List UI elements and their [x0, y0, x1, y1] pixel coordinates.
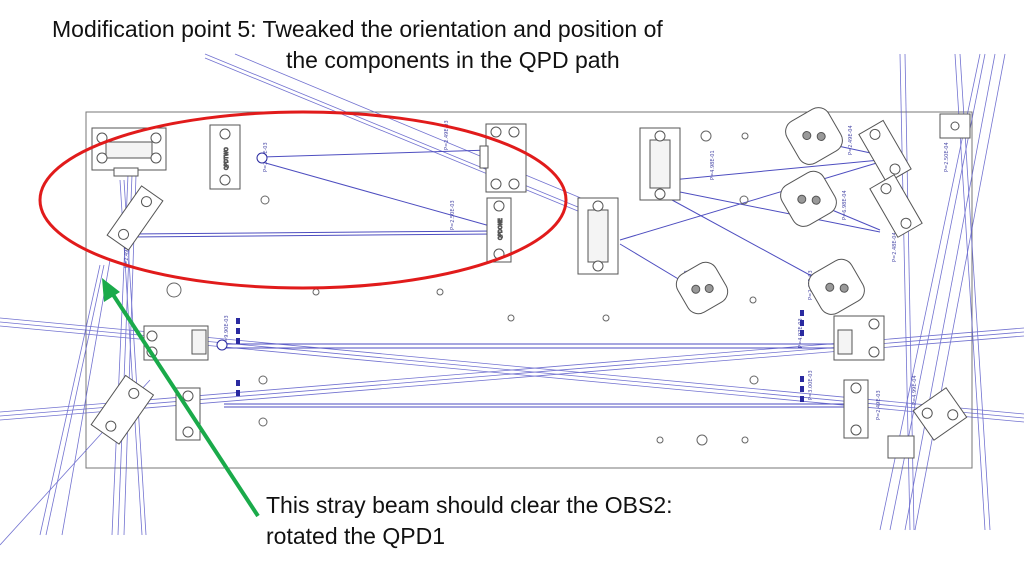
svg-text:P=2.50E-03: P=2.50E-03	[450, 200, 456, 230]
component-far-right-lower	[912, 387, 968, 441]
component-top-left-mount	[91, 127, 167, 177]
component-right-angled-1	[858, 119, 912, 184]
component-right-angled-2	[869, 174, 923, 238]
component-obs-right-lower	[843, 379, 869, 439]
title-line-1: Modification point 5: Tweaked the orient…	[52, 16, 663, 42]
svg-text:P=2.49E-03: P=2.49E-03	[444, 120, 450, 150]
svg-text:P=2.49E-03: P=2.49E-03	[124, 238, 130, 268]
svg-text:P=9.90E-03: P=9.90E-03	[224, 315, 230, 345]
caption-line-2: rotated the QPD1	[266, 523, 445, 549]
component-far-right-mount	[939, 113, 971, 139]
svg-text:QPDONE: QPDONE	[498, 218, 504, 240]
highlight-ellipse	[38, 110, 568, 290]
component-qpd1	[106, 185, 164, 251]
svg-text:P=2.50E-04: P=2.50E-04	[944, 142, 950, 172]
component-round-mount-1	[785, 107, 843, 165]
svg-text:P=4.99E-04: P=4.99E-04	[912, 375, 918, 405]
power-markers	[236, 310, 804, 402]
bench-beams	[129, 139, 881, 408]
component-round-mount-3	[808, 258, 865, 315]
component-round-mount-2	[780, 170, 837, 227]
breadboard-holes	[166, 130, 759, 446]
component-qpd-mount: QPDTWO	[209, 124, 268, 190]
slide-title: Modification point 5: Tweaked the orient…	[52, 14, 772, 76]
component-bottom-right-box	[887, 435, 915, 459]
svg-text:P=3.00E-03: P=3.00E-03	[808, 370, 814, 400]
svg-text:P=6.98E-04: P=6.98E-04	[842, 190, 848, 220]
component-obs-left-upper	[143, 325, 228, 361]
svg-text:QPDTWO: QPDTWO	[224, 147, 230, 170]
component-center-mount-2	[577, 197, 619, 275]
caption-line-1: This stray beam should clear the OBS2:	[266, 492, 673, 518]
title-line-2: the components in the QPD path	[286, 47, 620, 73]
component-obs-right-upper	[833, 315, 885, 361]
optical-components: QPDTWO QPDONE	[90, 107, 971, 459]
svg-text:P=2.48E-04: P=2.48E-04	[892, 232, 898, 262]
arrow-pointer-icon	[102, 278, 260, 518]
component-round-mount-4	[675, 261, 729, 315]
component-right-upper-mount	[479, 123, 527, 193]
svg-text:P=2.49E-03: P=2.49E-03	[876, 390, 882, 420]
svg-text:P=2.49E-04: P=2.49E-04	[848, 125, 854, 155]
component-center-mount-1	[639, 127, 681, 201]
component-obs-left-lower	[90, 374, 155, 445]
svg-text:P=4.98E-01: P=4.98E-01	[710, 150, 716, 180]
component-obs-left-lower-2	[175, 387, 201, 441]
component-right-lower-mount: QPDONE	[486, 197, 512, 263]
annotation-caption: This stray beam should clear the OBS2: r…	[266, 490, 786, 552]
breadboard-outline	[85, 111, 973, 469]
